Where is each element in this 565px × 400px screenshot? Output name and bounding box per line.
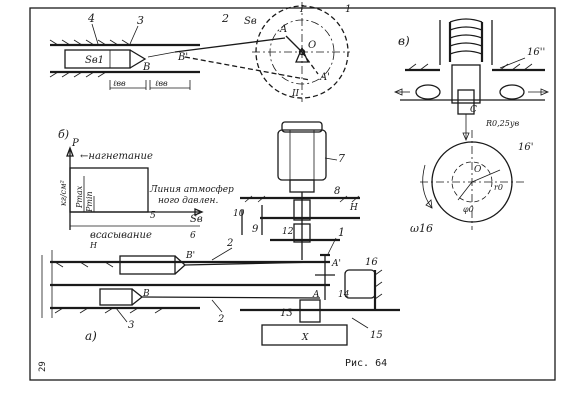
label-num-6: 6	[190, 231, 196, 241]
label-num-5: 5	[150, 211, 156, 221]
bottom-mechanism	[41, 247, 400, 346]
label-pmax: Pmax	[75, 185, 84, 209]
label-s-b: Sв	[244, 16, 257, 27]
label-part-13: 13	[280, 308, 293, 319]
label-view-d: б)	[58, 128, 69, 141]
label-l-bb: ℓвв	[113, 79, 126, 88]
label-nagnetanie: ←нагнетание	[80, 151, 153, 162]
label-view-b: в)	[398, 34, 410, 48]
label-part-16pp: 16''	[527, 47, 545, 58]
label-c-r: r0	[494, 183, 503, 192]
label-part-2-top: 2	[221, 12, 229, 25]
label-part-4: 4	[87, 12, 95, 25]
page-frame	[29, 7, 556, 381]
label-part-1-bottom: 1	[338, 226, 345, 239]
label-crank-a: A	[279, 24, 287, 35]
cam-disk	[420, 130, 525, 230]
label-part-16-bottom: 16	[365, 257, 378, 268]
label-crank-ii: II	[291, 89, 300, 99]
label-unit: кг/см²	[59, 180, 68, 206]
label-crank-o: O	[308, 40, 316, 51]
label-n-h: H	[89, 241, 98, 250]
figure-caption: Рис. 64	[345, 358, 387, 369]
label-r: R0,25ув	[485, 119, 519, 128]
spring-assembly	[393, 18, 550, 142]
rod-solid	[174, 37, 286, 53]
label-sb-axis: Sв	[190, 214, 203, 225]
label-c-o: O	[474, 165, 482, 175]
label-part-2-mid: 2	[226, 238, 233, 249]
label-part-9: 9	[252, 224, 259, 235]
label-crank-a1: A'	[319, 72, 330, 83]
label-b-top: B	[142, 62, 150, 73]
label-part-15: 15	[370, 330, 383, 341]
label-pmin: Pmin	[85, 191, 94, 213]
label-omega: ω16	[410, 222, 433, 235]
label-b-prime-top: B'	[177, 52, 188, 63]
label-liniya-1: Линия атмосфер	[149, 185, 234, 195]
label-part-14: 14	[338, 290, 350, 300]
label-part-8: 8	[334, 186, 340, 197]
label-b-bottom: B	[142, 289, 150, 299]
label-part-10: 10	[233, 209, 245, 219]
pressure-graph	[66, 146, 204, 230]
label-crank-1: 1	[345, 4, 351, 15]
top-cylinder	[49, 39, 200, 90]
label-s-b1: Sв1	[85, 55, 104, 66]
label-part-12: 12	[282, 227, 294, 237]
page-number: 29	[38, 361, 48, 372]
label-crank-i: I	[299, 5, 304, 15]
label-liniya-2: ного давлен.	[158, 196, 218, 206]
label-a-prime-bottom: A'	[331, 259, 341, 269]
label-r-bb: ℓвв	[155, 79, 168, 88]
label-view-a: а)	[85, 329, 97, 343]
motor	[240, 121, 360, 260]
crank-circle	[252, 2, 350, 102]
label-c-phi: φ0	[463, 205, 474, 214]
label-h-label: H	[349, 203, 358, 213]
label-a-bottom: A	[312, 290, 320, 300]
label-c-point: C	[470, 105, 477, 115]
label-part-2-bottom: 2	[217, 314, 224, 325]
label-part-3-bottom: 3	[128, 320, 134, 331]
label-part-3-top: 3	[137, 14, 144, 27]
label-p-axis: P	[71, 138, 79, 149]
label-vsasyvanie: всасывание	[90, 230, 152, 241]
label-b-prime-bottom: B'	[185, 251, 195, 261]
rod-dashed	[184, 56, 311, 81]
label-x: X	[301, 333, 309, 343]
label-part-16p: 16'	[518, 142, 533, 153]
label-part-7: 7	[338, 152, 345, 165]
